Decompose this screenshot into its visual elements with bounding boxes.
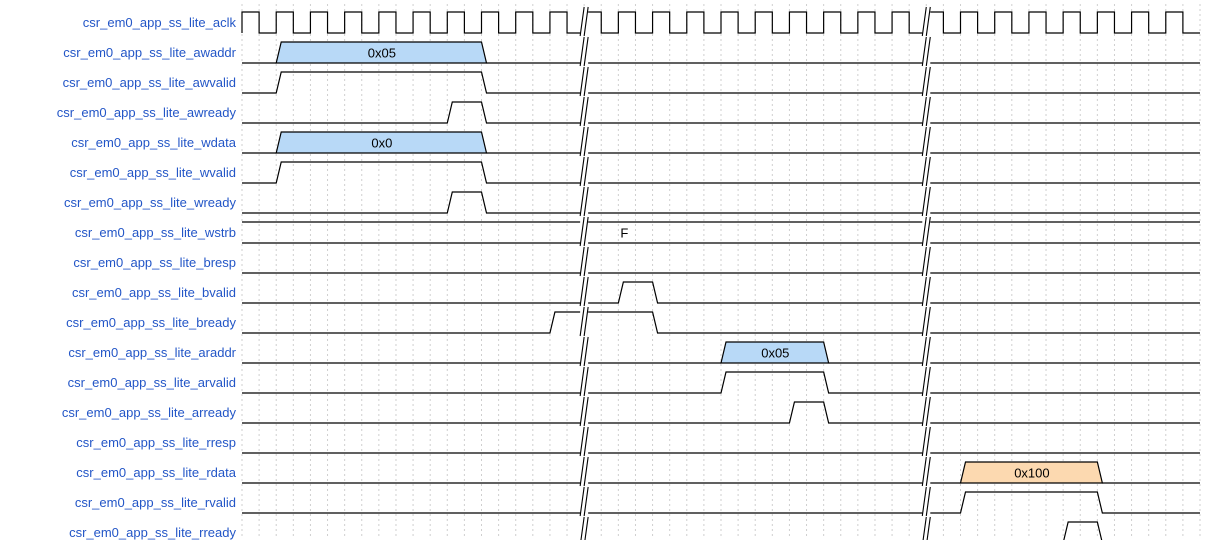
signal-label[interactable]: csr_em0_app_ss_lite_rvalid <box>74 494 236 510</box>
time-break-mark <box>579 126 589 157</box>
signal-label[interactable]: csr_em0_app_ss_lite_arready <box>61 404 236 420</box>
signal-wave-wire <box>242 366 1200 397</box>
time-break-mark <box>921 186 931 217</box>
signal-wave-wire <box>242 396 1200 427</box>
bus-value-label: F <box>620 226 628 241</box>
wire-path <box>242 71 1200 94</box>
bus-segment <box>959 461 1104 484</box>
wire-path <box>242 281 1200 304</box>
signal-wave-wire <box>242 186 1200 217</box>
wire-path <box>242 401 1200 424</box>
signal-wave-bus: 0x100 <box>242 456 1200 487</box>
time-break-mark <box>921 246 931 277</box>
time-break-mark <box>921 366 931 397</box>
bus-segment <box>275 131 488 154</box>
time-break-mark <box>921 96 931 127</box>
signal-label[interactable]: csr_em0_app_ss_lite_bready <box>66 314 236 330</box>
wire-path <box>242 161 1200 184</box>
signal-wave-clock <box>241 6 1200 37</box>
time-break-mark <box>921 36 931 67</box>
time-break-mark <box>921 216 931 247</box>
signal-wave-wire <box>242 66 1200 97</box>
time-break-mark <box>921 306 931 337</box>
time-break-mark <box>579 6 589 37</box>
wire-path <box>1063 521 1103 540</box>
signal-label[interactable]: csr_em0_app_ss_lite_awaddr <box>63 44 236 60</box>
time-break-mark <box>579 96 589 127</box>
time-break-mark <box>921 6 931 37</box>
time-break-mark <box>579 306 589 337</box>
signal-wave-wire <box>242 486 1200 517</box>
signal-label[interactable]: csr_em0_app_ss_lite_bvalid <box>71 284 236 300</box>
time-break-mark <box>579 246 589 277</box>
signal-wave-wire <box>242 276 1200 307</box>
wire-path <box>242 191 1200 214</box>
time-break-mark <box>579 396 589 427</box>
signal-wave-wire <box>242 426 1200 457</box>
wire-path <box>242 371 1200 394</box>
signal-wave-wire <box>242 306 1200 337</box>
signal-wave-bus: 0x0 <box>242 126 1200 157</box>
bus-value-label: 0x0 <box>371 136 392 151</box>
time-break-mark <box>921 276 931 307</box>
time-break-mark <box>921 156 931 187</box>
signal-labels: csr_em0_app_ss_lite_aclk csr_em0_app_ss_l… <box>0 0 236 540</box>
signal-wave-bus: 0x05 <box>242 336 1200 367</box>
clock-path <box>241 11 1200 34</box>
signal-wave-wire <box>580 516 1103 540</box>
wire-path <box>242 311 1200 334</box>
time-break-mark <box>579 426 589 457</box>
signal-label[interactable]: csr_em0_app_ss_lite_wdata <box>71 134 236 150</box>
signal-label[interactable]: csr_em0_app_ss_lite_wvalid <box>69 164 236 180</box>
bus-segment <box>275 41 488 64</box>
signal-label[interactable]: csr_em0_app_ss_lite_arvalid <box>67 374 236 390</box>
time-break-mark <box>579 156 589 187</box>
signal-label[interactable]: csr_em0_app_ss_lite_wready <box>64 194 236 210</box>
time-break-mark <box>579 276 589 307</box>
time-break-mark <box>921 66 931 97</box>
signal-label[interactable]: csr_em0_app_ss_lite_rready <box>69 524 236 540</box>
bus-value-label: 0x05 <box>761 346 789 361</box>
time-break-mark <box>921 396 931 427</box>
signal-label[interactable]: csr_em0_app_ss_lite_bresp <box>73 254 236 270</box>
time-break-mark <box>579 66 589 97</box>
time-break-mark <box>579 336 589 367</box>
signal-wave-bus: 0x05 <box>242 36 1200 67</box>
signal-label[interactable]: csr_em0_app_ss_lite_aclk <box>82 14 236 30</box>
time-break-mark <box>921 486 931 517</box>
time-break-mark <box>921 426 931 457</box>
signal-wave-wire <box>242 96 1200 127</box>
wire-path <box>242 101 1200 124</box>
time-break-mark <box>579 36 589 67</box>
bus-value-label: 0x05 <box>368 46 396 61</box>
time-break-mark <box>579 186 589 217</box>
time-break-mark <box>921 456 931 487</box>
signal-label[interactable]: csr_em0_app_ss_lite_awvalid <box>62 74 236 90</box>
time-break-mark <box>579 366 589 397</box>
time-break-mark <box>921 126 931 157</box>
time-break-mark <box>579 486 589 517</box>
time-break-mark <box>921 336 931 367</box>
signal-label[interactable]: csr_em0_app_ss_lite_araddr <box>68 344 236 360</box>
signal-wave-busplain: F <box>242 216 1200 247</box>
signal-label[interactable]: csr_em0_app_ss_lite_wstrb <box>74 224 236 240</box>
signal-wave-wire <box>242 246 1200 277</box>
bus-segment <box>720 341 830 364</box>
bus-value-label: 0x100 <box>1014 466 1049 481</box>
signal-wave-wire <box>242 156 1200 187</box>
signal-label[interactable]: csr_em0_app_ss_lite_rresp <box>76 434 236 450</box>
wire-path <box>242 491 1200 514</box>
time-break-mark <box>922 516 931 540</box>
signal-label[interactable]: csr_em0_app_ss_lite_rdata <box>76 464 236 480</box>
signal-label[interactable]: csr_em0_app_ss_lite_awready <box>56 104 236 120</box>
time-break-mark <box>579 216 589 247</box>
time-break-mark <box>579 456 589 487</box>
time-break-mark <box>580 516 589 540</box>
